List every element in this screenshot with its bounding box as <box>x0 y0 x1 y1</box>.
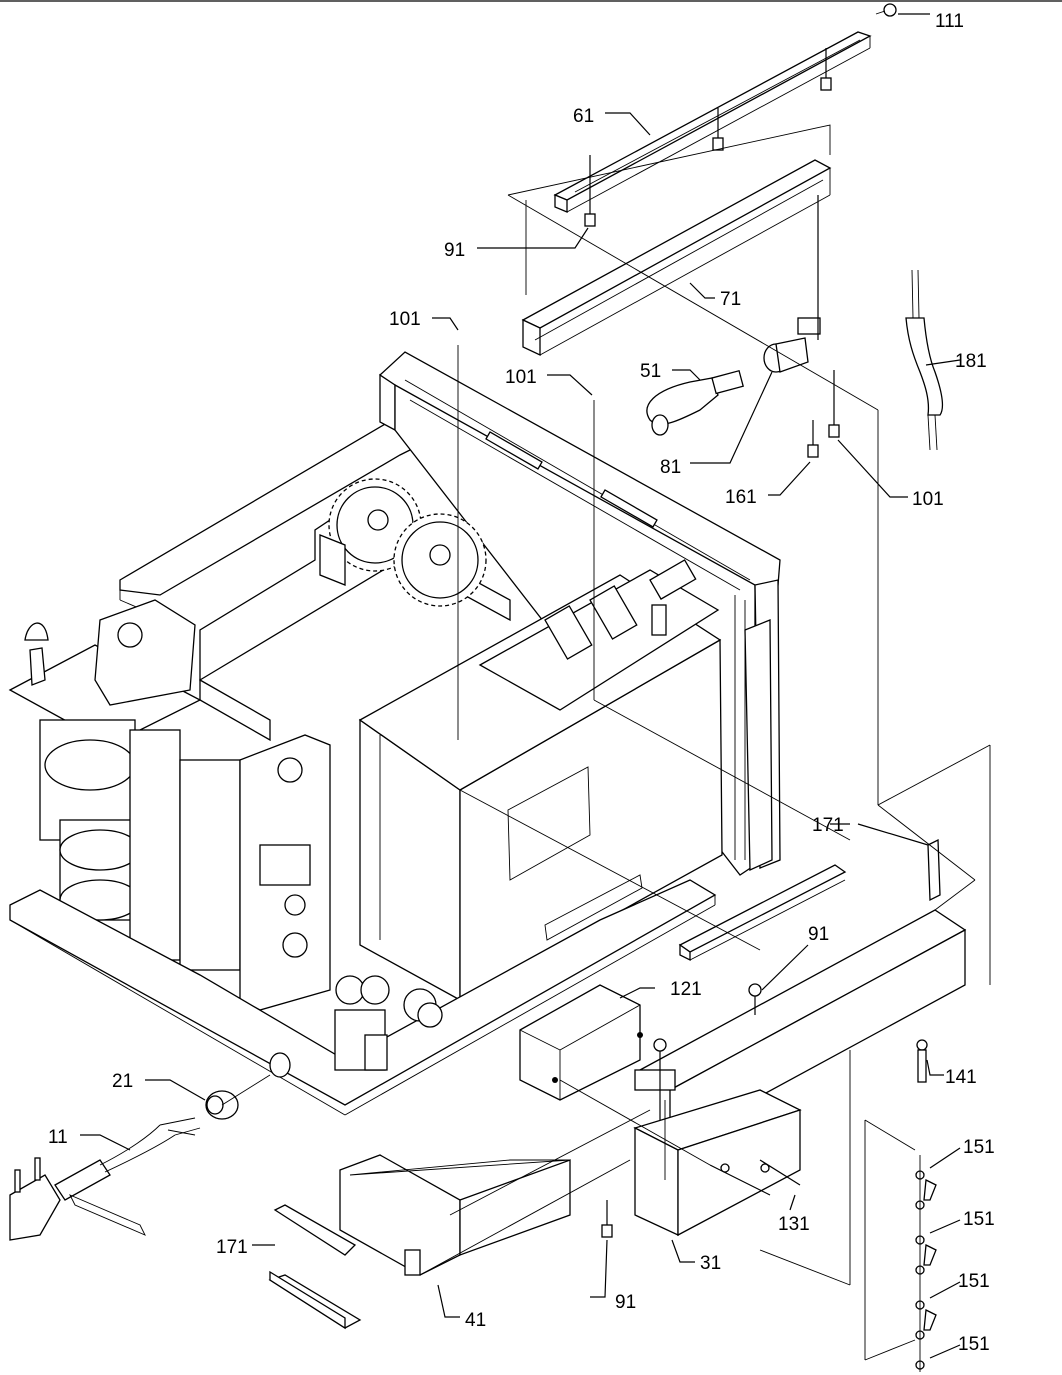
part-111-screw <box>875 3 897 17</box>
callout-21: 21 <box>112 1071 133 1092</box>
callout-61: 61 <box>573 106 594 127</box>
callout-171: 171 <box>812 815 844 836</box>
part-41-bracket <box>339 1154 571 1276</box>
callout-151: 151 <box>958 1271 990 1292</box>
gear-assembly <box>199 478 511 742</box>
assembly-lines <box>221 194 991 1361</box>
callout-51: 51 <box>640 361 661 382</box>
part-171-side-block <box>927 838 941 902</box>
control-board <box>478 559 720 711</box>
part-31-bracket <box>633 1089 802 1237</box>
callout-181: 181 <box>955 351 987 372</box>
part-121-cover <box>519 984 643 1101</box>
part-61-rail <box>553 31 872 213</box>
callout-41: 41 <box>465 1310 486 1331</box>
switch-panel <box>239 734 331 1011</box>
part-51-lamp <box>646 369 744 436</box>
callout-161: 161 <box>725 487 757 508</box>
callout-151: 151 <box>958 1334 990 1355</box>
callout-101: 101 <box>505 367 537 388</box>
callout-81: 81 <box>660 457 681 478</box>
part-151-clips <box>915 1155 937 1372</box>
callout-171: 171 <box>216 1237 248 1258</box>
callout-31: 31 <box>700 1253 721 1274</box>
part-81-socket <box>763 195 821 373</box>
callout-131: 131 <box>778 1214 810 1235</box>
callout-101: 101 <box>389 309 421 330</box>
screws-91 <box>601 983 762 1238</box>
socket-screws <box>807 370 840 458</box>
leader-lines <box>80 13 961 1359</box>
part-11-power-cord <box>9 1117 201 1241</box>
callout-71: 71 <box>720 289 741 310</box>
callout-121: 121 <box>670 979 702 1000</box>
part-171-gasket-top <box>678 864 847 962</box>
part-71-rail <box>507 124 832 357</box>
rail-screws <box>584 48 832 227</box>
callout-11: 11 <box>48 1127 68 1148</box>
callout-91: 91 <box>615 1292 636 1313</box>
callout-91: 91 <box>444 240 465 261</box>
part-171-gasket-bottom <box>268 1204 362 1330</box>
part-141-pin <box>916 1039 928 1083</box>
transformer-assembly <box>8 599 241 971</box>
callout-101: 101 <box>912 489 944 510</box>
callout-151: 151 <box>963 1209 995 1230</box>
callout-151: 151 <box>963 1137 995 1158</box>
chassis-base <box>9 879 717 1116</box>
callout-111: 111 <box>935 11 964 32</box>
callout-141: 141 <box>945 1067 977 1088</box>
part-131-pin <box>709 1159 801 1196</box>
callout-91: 91 <box>808 924 829 945</box>
part-181-tube <box>905 269 944 451</box>
